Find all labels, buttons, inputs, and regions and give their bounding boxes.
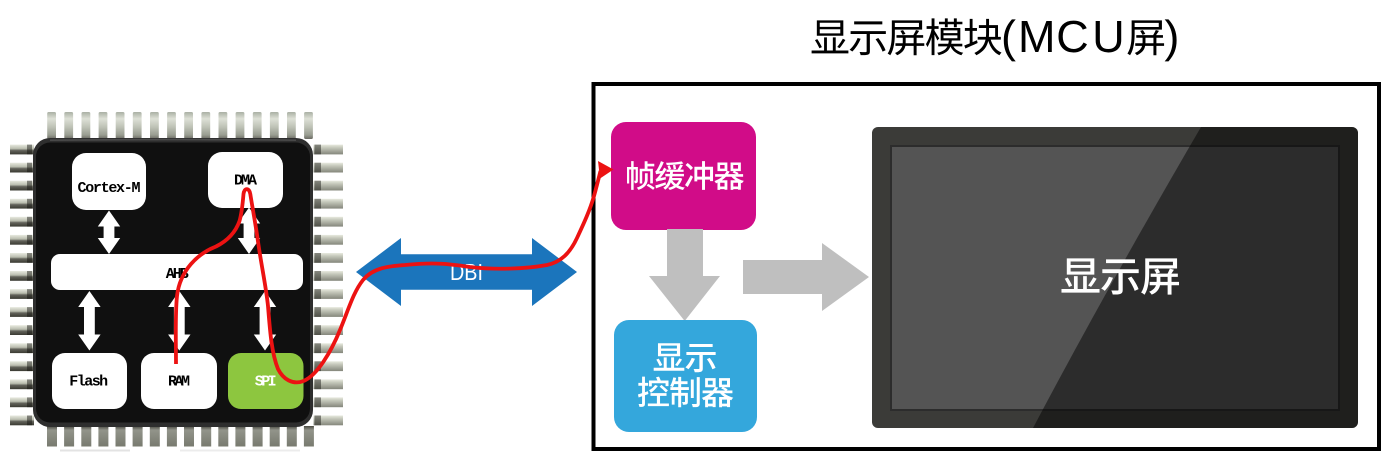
- svg-text:Cortex-M: Cortex-M: [78, 180, 141, 197]
- svg-text:SPI: SPI: [255, 374, 277, 391]
- svg-text:Flash: Flash: [69, 374, 108, 391]
- svg-text:RAM: RAM: [168, 374, 190, 391]
- svg-text:DMA: DMA: [234, 173, 257, 190]
- svg-text:DBI: DBI: [450, 259, 483, 285]
